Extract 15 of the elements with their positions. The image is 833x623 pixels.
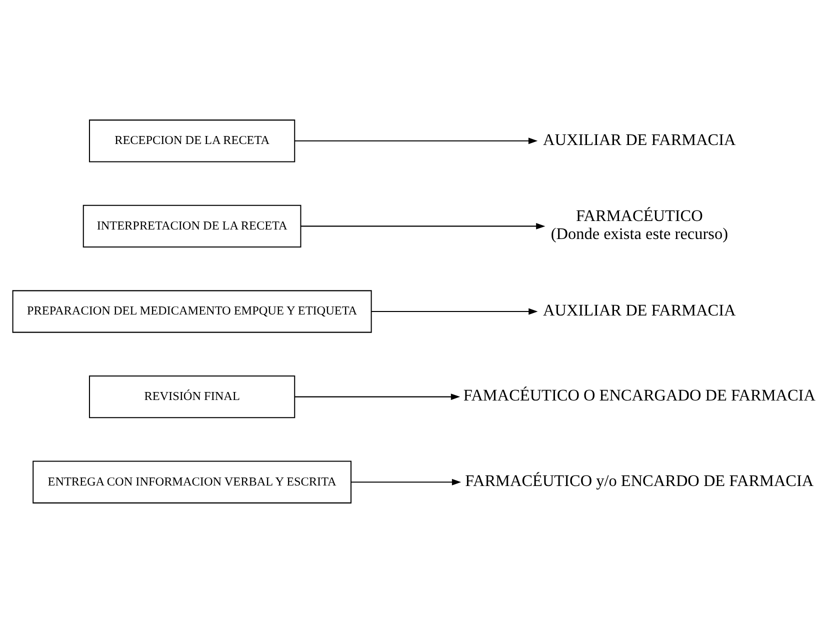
node-text: FARMACÉUTICO y/o ENCARDO DE FARMACIA xyxy=(465,472,814,490)
node-text: AUXILIAR DE FARMACIA xyxy=(543,130,736,149)
arrow xyxy=(294,394,460,400)
arrow xyxy=(351,478,462,486)
arrow xyxy=(300,222,546,230)
arrow xyxy=(371,308,538,315)
node-box: ENTREGA CON INFORMACION VERBAL Y ESCRITA xyxy=(32,460,352,504)
node-box: PREPARACION DEL MEDICAMENTO EMPQUE Y ETIQUETA xyxy=(12,290,372,333)
node-text: FAMACÉUTICO O ENCARGADO DE FARMACIA xyxy=(463,386,816,405)
node-box: INTERPRETACION DE LA RECETA xyxy=(82,204,302,248)
node-box: RECEPCION DE LA RECETA xyxy=(88,120,296,162)
arrow xyxy=(294,138,538,144)
node-box: REVISIÓN FINAL xyxy=(88,375,296,418)
node-text: AUXILIAR DE FARMACIA xyxy=(543,301,736,320)
node-text: FARMACÉUTICO (Donde exista este recurso) xyxy=(550,206,728,244)
